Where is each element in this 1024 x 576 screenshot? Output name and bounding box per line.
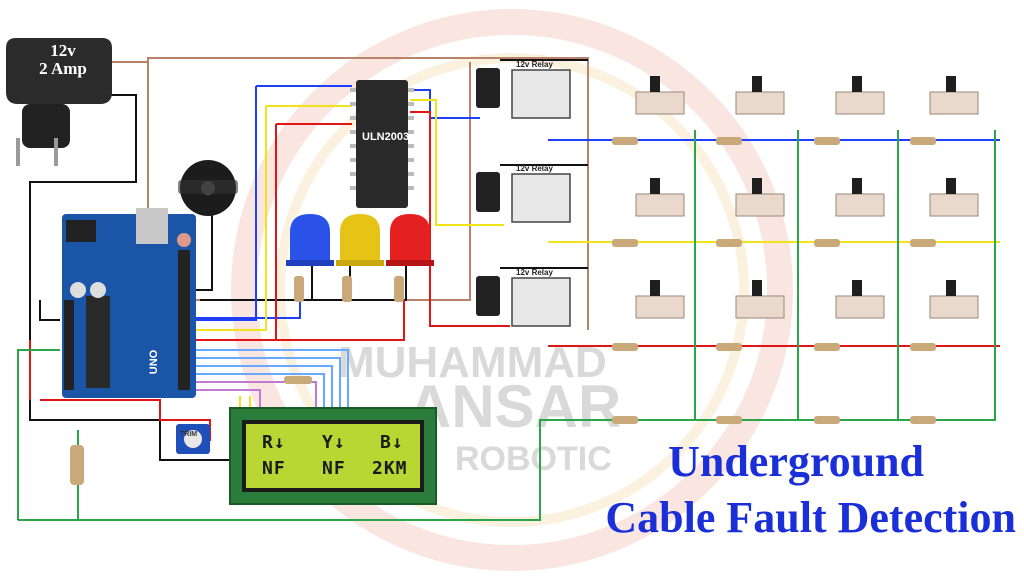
watermark-line3: ROBOTIC <box>455 440 612 478</box>
relay-label-3: 12v Relay <box>516 268 553 277</box>
relay-3 <box>476 276 571 327</box>
watermark-line2: ANSAR <box>408 373 622 440</box>
trimpot-label: TRIM <box>180 431 198 438</box>
lcd-r-status: NF <box>262 458 286 479</box>
adapter-voltage: 12v <box>50 41 76 60</box>
wire-green <box>18 130 996 521</box>
uln2003-chip <box>350 80 414 208</box>
power-adapter-label: 12v 2 Amp <box>18 42 108 78</box>
switch-grid <box>635 91 979 319</box>
led-blue <box>286 214 334 266</box>
relay-1 <box>476 68 571 119</box>
trimpot <box>176 424 210 454</box>
wire-blue <box>190 85 1000 321</box>
ic-label: ULN2003 <box>362 131 410 143</box>
watermark-ring <box>231 9 793 571</box>
adapter-current: 2 Amp <box>39 59 87 78</box>
wire-black <box>29 94 236 461</box>
lcd-y-label: Y↓ <box>322 432 346 453</box>
resistor <box>342 276 352 302</box>
led-red <box>386 214 434 266</box>
buzzer <box>178 160 238 216</box>
title-line2: Cable Fault Detection <box>605 493 1016 542</box>
wire-yellow <box>190 99 1000 331</box>
resistor <box>284 376 312 384</box>
relay-label-1: 12v Relay <box>516 60 553 69</box>
lcd-r-label: R↓ <box>262 432 286 453</box>
lcd-b-label: B↓ <box>380 432 404 453</box>
arduino-uno <box>62 208 196 398</box>
lcd-y-status: NF <box>322 458 346 479</box>
resistor <box>70 445 84 485</box>
relay-label-2: 12v Relay <box>516 164 553 173</box>
resistor <box>294 276 304 302</box>
resistor <box>394 276 404 302</box>
power-adapter <box>6 38 112 166</box>
led-yellow <box>336 214 384 266</box>
arduino-label: UNO <box>148 349 161 375</box>
wire-brown <box>110 57 589 330</box>
relay-2 <box>476 172 571 223</box>
lcd-b-status: 2KM <box>372 458 408 479</box>
title-line1: Underground <box>668 437 924 486</box>
lcd-display <box>229 407 437 505</box>
